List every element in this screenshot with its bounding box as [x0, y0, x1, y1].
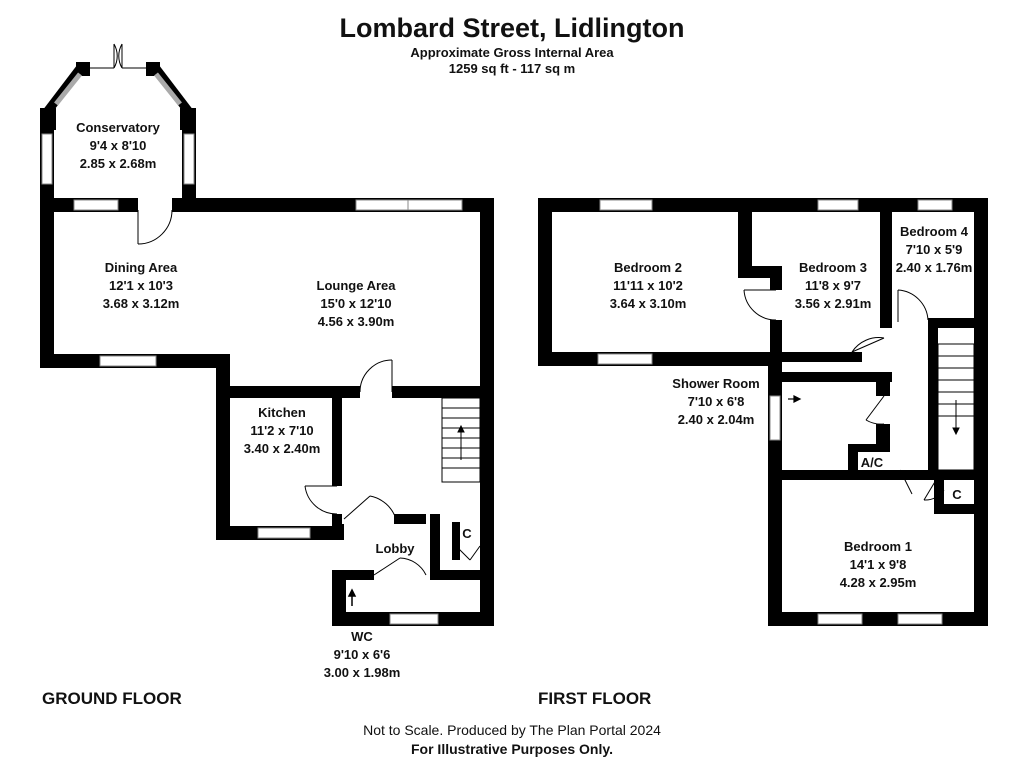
room-name: Bedroom 4	[900, 224, 968, 239]
room-size-metric: 2.85 x 2.68m	[79, 156, 157, 171]
conservatory-posts	[40, 62, 196, 130]
conservatory-glazing	[54, 72, 182, 106]
room-name: Lobby	[375, 541, 415, 556]
footer-disclaimer: Not to Scale. Produced by The Plan Porta…	[363, 722, 661, 738]
first-floor-doors	[743, 289, 945, 501]
room-size-metric: 4.28 x 2.95m	[839, 575, 917, 590]
room-name: C	[952, 487, 962, 502]
room-bedroom-2: Bedroom 2 11'11 x 10'2 3.64 x 3.10m	[588, 259, 708, 313]
room-airing-cupboard: A/C	[856, 454, 888, 472]
room-name: C	[462, 526, 472, 541]
room-kitchen: Kitchen 11'2 x 7'10 3.40 x 2.40m	[232, 404, 332, 458]
first-floor-stairs	[937, 343, 975, 471]
room-size-metric: 3.56 x 2.91m	[794, 296, 872, 311]
room-bedroom-4: Bedroom 4 7'10 x 5'9 2.40 x 1.76m	[890, 223, 978, 277]
room-name: WC	[351, 629, 373, 644]
room-conservatory: Conservatory 9'4 x 8'10 2.85 x 2.68m	[62, 119, 174, 173]
room-name: Bedroom 1	[844, 539, 912, 554]
room-lobby: Lobby	[364, 540, 426, 558]
room-name: Dining Area	[104, 260, 178, 275]
room-size-imperial: 9'4 x 8'10	[89, 138, 147, 153]
room-wc: WC 9'10 x 6'6 3.00 x 1.98m	[302, 628, 422, 682]
room-name: A/C	[860, 455, 884, 470]
room-name: Shower Room	[672, 376, 760, 391]
room-size-imperial: 15'0 x 12'10	[320, 296, 392, 311]
room-size-metric: 2.40 x 2.04m	[677, 412, 755, 427]
room-dining-area: Dining Area 12'1 x 10'3 3.68 x 3.12m	[86, 259, 196, 313]
conservatory-doors	[90, 43, 146, 69]
area-label: Approximate Gross Internal Area	[410, 45, 614, 60]
room-name: Kitchen	[258, 405, 306, 420]
room-lounge-area: Lounge Area 15'0 x 12'10 4.56 x 3.90m	[296, 277, 416, 331]
ground-floor-stairs	[441, 397, 481, 483]
room-size-imperial: 12'1 x 10'3	[108, 278, 174, 293]
room-cupboard-ground: C	[458, 525, 476, 543]
room-bedroom-3: Bedroom 3 11'8 x 9'7 3.56 x 2.91m	[778, 259, 888, 313]
first-floor-label: FIRST FLOOR	[538, 689, 652, 708]
footer-illustrative-note: For Illustrative Purposes Only.	[410, 741, 613, 757]
shower-room-arrow	[788, 395, 802, 403]
lounge-hall-door	[359, 359, 393, 398]
kitchen-door	[304, 485, 338, 515]
room-shower-room: Shower Room 7'10 x 6'8 2.40 x 2.04m	[664, 375, 768, 429]
ground-floor-windows	[41, 133, 463, 625]
room-size-metric: 2.40 x 1.76m	[895, 260, 973, 275]
room-size-metric: 3.68 x 3.12m	[102, 296, 180, 311]
conservatory-dining-door	[137, 198, 173, 245]
page-title: Lombard Street, Lidlington	[339, 13, 685, 43]
room-size-imperial: 7'10 x 6'8	[687, 394, 745, 409]
room-bedroom-1: Bedroom 1 14'1 x 9'8 4.28 x 2.95m	[822, 538, 934, 592]
room-size-imperial: 11'2 x 7'10	[250, 423, 314, 438]
room-name: Bedroom 2	[614, 260, 682, 275]
lobby-door	[342, 495, 427, 576]
room-size-metric: 3.40 x 2.40m	[243, 441, 321, 456]
first-floor-windows	[597, 199, 953, 625]
room-size-imperial: 11'8 x 9'7	[804, 278, 862, 293]
area-value: 1259 sq ft - 117 sq m	[448, 61, 576, 76]
room-size-imperial: 7'10 x 5'9	[905, 242, 963, 257]
room-size-imperial: 14'1 x 9'8	[849, 557, 907, 572]
ground-floor-label: GROUND FLOOR	[42, 689, 182, 708]
wc-entrance-arrow	[347, 588, 357, 606]
room-name: Lounge Area	[316, 278, 396, 293]
room-cupboard-first: C	[946, 486, 968, 504]
room-size-imperial: 11'11 x 10'2	[613, 278, 683, 293]
room-size-metric: 3.64 x 3.10m	[609, 296, 687, 311]
room-size-metric: 4.56 x 3.90m	[317, 314, 395, 329]
room-size-imperial: 9'10 x 6'6	[333, 647, 391, 662]
room-name: Conservatory	[76, 120, 160, 135]
room-name: Bedroom 3	[799, 260, 867, 275]
room-size-metric: 3.00 x 1.98m	[323, 665, 401, 680]
cupboard-door	[455, 545, 481, 561]
